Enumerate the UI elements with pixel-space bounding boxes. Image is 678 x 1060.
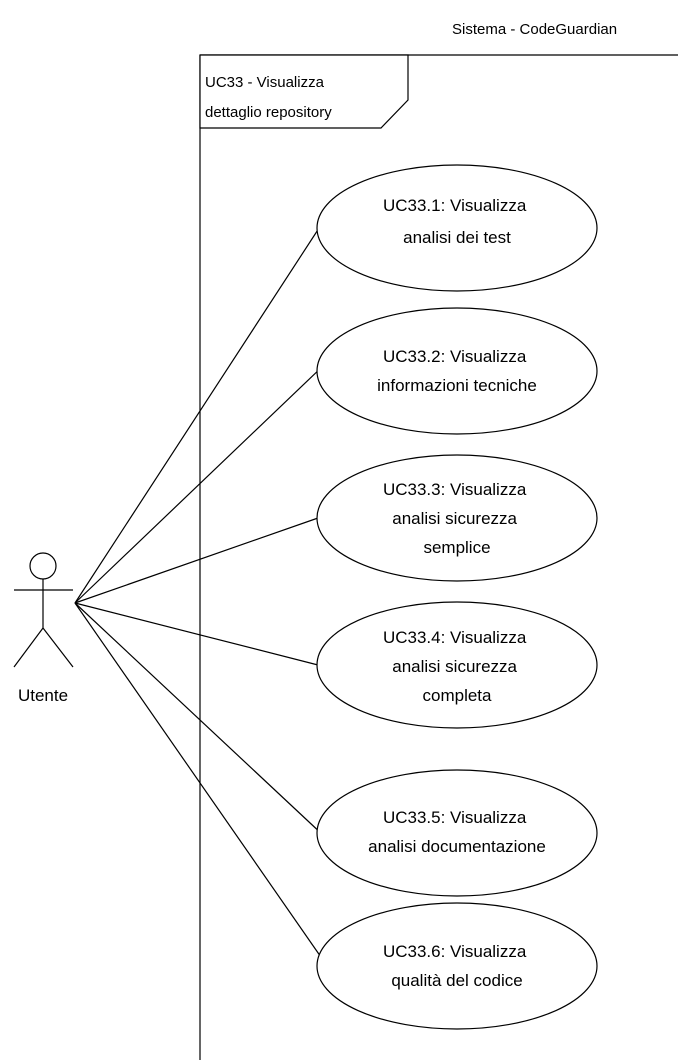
use-case-label-line: analisi sicurezza bbox=[392, 657, 517, 676]
use-case-label: UC33.6: Visualizza qualità del codice bbox=[383, 942, 531, 990]
association-line-4 bbox=[74, 602, 319, 666]
use-case-label: UC33.2: Visualizza informazioni tecniche bbox=[377, 347, 537, 395]
association-line-3 bbox=[74, 517, 319, 604]
association-line-6 bbox=[74, 602, 324, 961]
use-case-3[interactable]: UC33.3: Visualizza analisi sicurezza sem… bbox=[316, 454, 598, 582]
use-case-ellipse bbox=[316, 164, 598, 292]
use-case-label-line: semplice bbox=[423, 538, 490, 557]
use-case-label: UC33.1: Visualizza analisi dei test bbox=[383, 196, 531, 247]
actor-figure bbox=[13, 552, 74, 668]
use-case-ellipse bbox=[316, 307, 598, 435]
frame-label-line-1: UC33 - Visualizza bbox=[205, 74, 325, 91]
actor-left-leg bbox=[13, 627, 44, 668]
use-case-5[interactable]: UC33.5: Visualizza analisi documentazion… bbox=[316, 769, 598, 897]
actor-head bbox=[29, 552, 57, 580]
use-case-ellipse bbox=[316, 454, 598, 582]
use-case-label-line: informazioni tecniche bbox=[377, 376, 537, 395]
association-line-2 bbox=[74, 364, 325, 604]
use-case-label-line: UC33.3: Visualizza bbox=[383, 480, 527, 499]
use-case-ellipse bbox=[316, 769, 598, 897]
use-case-label-line: UC33.4: Visualizza bbox=[383, 628, 527, 647]
frame-label: UC33 - Visualizza dettaglio repository bbox=[205, 74, 332, 121]
use-case-6[interactable]: UC33.6: Visualizza qualità del codice bbox=[316, 902, 598, 1030]
use-case-ellipse bbox=[316, 902, 598, 1030]
use-case-label-line: UC33.6: Visualizza bbox=[383, 942, 527, 961]
system-title: Sistema - CodeGuardian bbox=[452, 21, 617, 38]
use-case-label-line: UC33.1: Visualizza bbox=[383, 196, 527, 215]
actor-name: Utente bbox=[18, 686, 68, 705]
association-line-1 bbox=[74, 221, 324, 604]
associations bbox=[74, 221, 325, 961]
frame-label-tab bbox=[199, 54, 409, 129]
frame-label-line-2: dettaglio repository bbox=[205, 104, 332, 121]
association-line-5 bbox=[74, 602, 325, 837]
use-case-label-line: UC33.2: Visualizza bbox=[383, 347, 527, 366]
use-case-label: UC33.3: Visualizza analisi sicurezza sem… bbox=[383, 480, 531, 557]
use-case-label-line: analisi sicurezza bbox=[392, 509, 517, 528]
use-case-4[interactable]: UC33.4: Visualizza analisi sicurezza com… bbox=[316, 601, 598, 729]
use-case-label-line: completa bbox=[423, 686, 493, 705]
use-case-label: UC33.5: Visualizza analisi documentazion… bbox=[368, 808, 546, 856]
use-case-label-line: qualità del codice bbox=[391, 971, 522, 990]
use-case-label-line: analisi documentazione bbox=[368, 837, 546, 856]
actor-right-leg bbox=[42, 627, 74, 668]
use-case-1[interactable]: UC33.1: Visualizza analisi dei test bbox=[316, 164, 598, 292]
use-case-label: UC33.4: Visualizza analisi sicurezza com… bbox=[383, 628, 531, 705]
use-case-label-line: UC33.5: Visualizza bbox=[383, 808, 527, 827]
use-case-label-line: analisi dei test bbox=[403, 228, 511, 247]
use-case-2[interactable]: UC33.2: Visualizza informazioni tecniche bbox=[316, 307, 598, 435]
use-case-ellipse bbox=[316, 601, 598, 729]
